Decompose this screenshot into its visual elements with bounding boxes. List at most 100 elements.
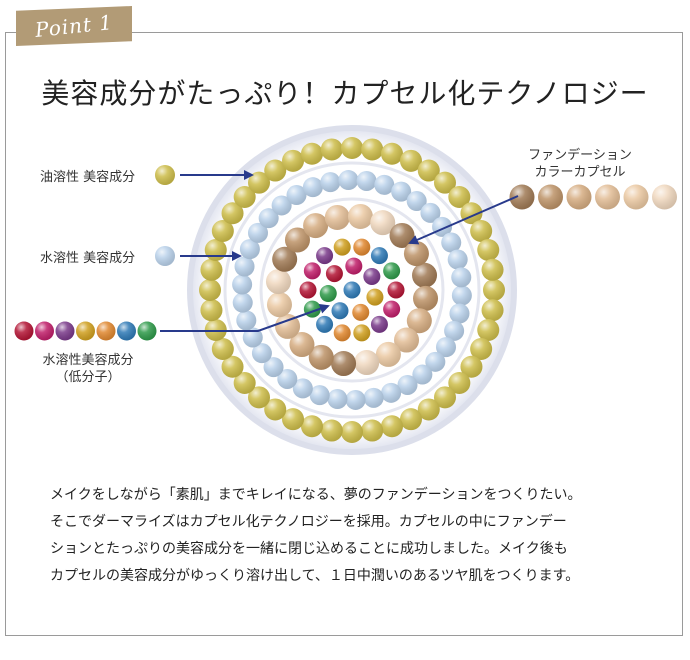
legend-foundation-bead-shine [652,184,677,210]
oil-bead-shine [448,186,471,209]
legend-low-molecular-bead-shine [137,321,157,341]
water-bead-shine [251,343,272,364]
water-bead-shine [391,181,412,202]
low-molecular-bead-shine [366,288,384,306]
foundation-bead-shine [275,313,301,339]
oil-bead-shine [320,138,343,161]
water-bead-shine [234,256,255,277]
oil-bead-shine [341,421,363,443]
oil-bead-shine [233,371,256,394]
water-bead-shine [338,170,359,191]
water-bead-shine [327,389,348,410]
water-bead-shine [277,368,298,389]
ring-separator-middle [259,197,445,383]
content-frame [5,32,683,636]
foundation-label: ファンデーション カラーカプセル [510,147,650,181]
oil-bead-shine [300,142,323,165]
foundation-bead-shine [413,285,439,311]
low-molecular-bead-shine [316,315,334,333]
oil-bead-shine [417,398,440,421]
water-bead-shine [302,177,323,198]
low-molecular-bead-shine [353,324,371,342]
oil-bead-shine [481,258,504,281]
oil-bead-shine [264,398,287,421]
low-molecular-bead-shine [303,262,321,280]
low-molecular-bead-shine [299,281,317,299]
foundation-bead-shine [394,327,420,353]
oil-bead-shine [282,408,305,431]
legend-foundation-bead-shine [595,184,620,210]
foundation-bead-shine [406,308,432,334]
oil-bead-shine [361,419,384,442]
water-bead-shine [451,267,472,288]
low-molecular-bead-shine [333,238,351,256]
water-bead-shine [236,310,257,331]
oil-bead-shine [300,415,323,438]
water-bead-shine [451,285,472,306]
oil-bead-shine [233,186,256,209]
ring-separator-outer [223,161,481,419]
low-molecular-bead-shine [387,281,405,299]
oil-bead-shine [433,386,456,409]
legend-foundation-bead-shine [623,184,649,210]
headline: 美容成分がたっぷり！カプセル化テクノロジー [41,77,649,110]
water-bead-shine [412,364,433,385]
low-molecular-bead-shine [316,247,334,265]
low-molecular-bead-shine [343,281,361,299]
water-bead-shine [441,232,462,253]
water-bead-shine [444,320,465,341]
oil-bead-shine [211,337,234,360]
point-badge: Point 1 [16,6,132,46]
low-molecular-label-line2: （低分子） [55,370,121,385]
foundation-bead-shine [272,246,298,272]
capsule-diagram [14,125,677,455]
oil-bead-shine [200,299,223,322]
oil-bead-shine [200,258,223,281]
water-label: 水溶性 美容成分 [40,251,136,266]
oil-bead-shine [399,149,422,172]
water-bead-shine [356,170,377,191]
legend-low-molecular-bead-shine [96,321,116,341]
foundation-bead-shine [331,351,357,377]
legend-low-molecular-bead-shine [14,321,34,341]
low-molecular-bead-shine [370,315,388,333]
water-bead-shine [232,274,253,295]
low-molecular-bead-shine [331,302,349,320]
oil-bead-shine [417,159,440,182]
foundation-bead-shine [412,262,438,288]
oil-bead-shine [320,419,343,442]
diagram-layer [14,125,677,455]
water-bead-shine [309,385,330,406]
oil-bead-shine [381,142,404,165]
oil-bead-shine [470,220,493,243]
legend-foundation-bead-shine [566,184,592,210]
foundation-bead-shine [266,292,292,318]
water-bead-shine [447,249,468,270]
water-bead-shine [345,389,366,410]
legend-low-molecular-bead-shine [35,321,54,341]
water-bead-shine [397,374,418,395]
description-line-3: ションとたっぷりの美容成分を一緒に閉じ込めることに成功しました。メイク後も [50,541,568,557]
foundation-label-line1: ファンデーション [528,148,632,163]
low-molecular-label-line1: 水溶性美容成分 [42,353,134,368]
water-bead-shine [286,185,307,206]
low-molecular-bead-shine [325,265,343,283]
oil-bead-shine [399,408,422,431]
arrow-foundation [408,195,519,245]
water-bead-shine [449,303,470,324]
oil-label: 油溶性 美容成分 [40,170,136,185]
water-bead-shine [263,357,284,378]
water-bead-shine [258,208,279,229]
foundation-bead-shine [403,241,429,267]
water-bead-shine [239,239,260,260]
foundation-bead-shine [308,344,334,370]
low-molecular-bead-shine [363,267,381,285]
oil-bead-shine [381,415,404,438]
low-molecular-bead-shine [383,262,401,280]
oil-bead-shine [282,149,305,172]
water-bead-shine [292,378,313,399]
legend-water-bead-shine [155,246,175,266]
oil-bead-shine [477,319,500,342]
low-molecular-bead-shine [352,303,370,321]
foundation-label-line2: カラーカプセル [534,165,626,180]
